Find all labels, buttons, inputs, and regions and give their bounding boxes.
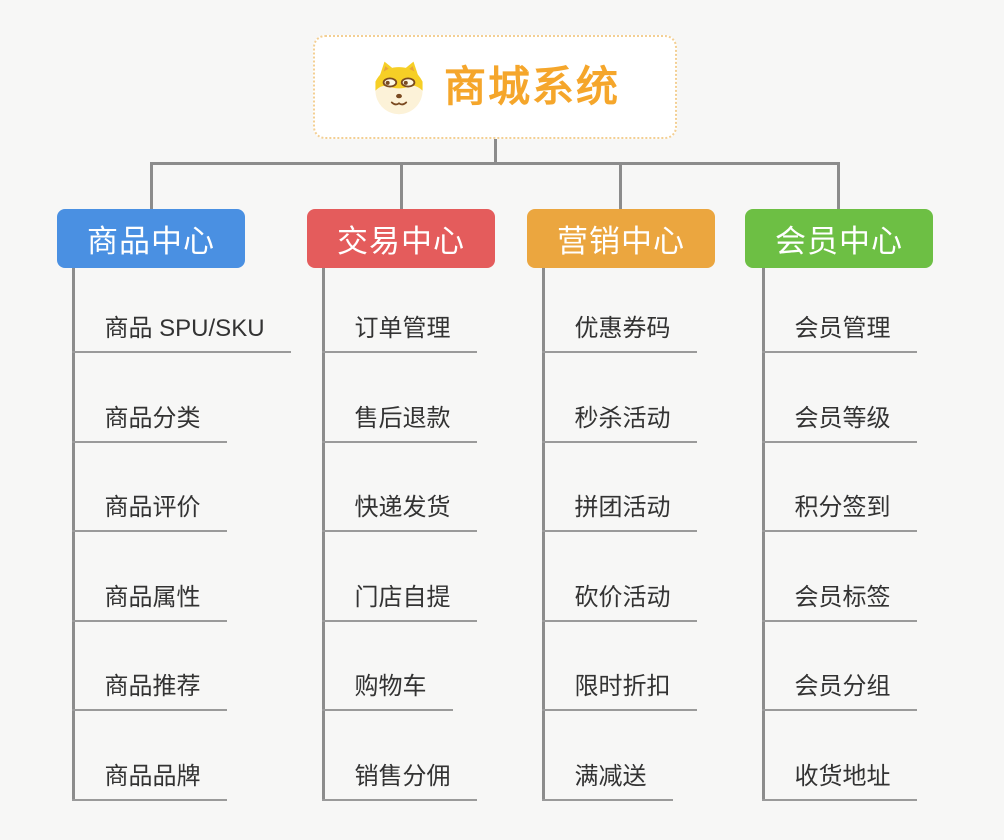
leaf-row: 优惠券码 [541,268,780,353]
root-title: 商城系统 [443,63,620,110]
node-label: 营销中心 [557,224,685,259]
leaf-row: 门店自提 [321,532,560,622]
leaf-item: 商品品牌 [71,763,227,801]
leaf-item: 售后退款 [321,405,477,443]
leaf-row: 销售分佣 [321,711,560,801]
leaf-item: 购物车 [321,673,453,711]
leaf-row: 订单管理 [321,268,560,353]
connector-bus [149,161,840,165]
leaf-row: 商品属性 [71,532,310,622]
leaf-row: 商品品牌 [71,711,310,801]
leaf-row: 快递发货 [321,443,560,532]
leaf-item: 拼团活动 [541,494,697,532]
branch-marketing-items: 优惠券码 秒杀活动 拼团活动 砍价活动 限时折扣 满减送 [541,268,780,801]
leaf-row: 秒杀活动 [541,353,780,443]
leaf-row: 售后退款 [321,353,560,443]
connector-drop-1 [149,161,153,210]
leaf-row: 商品评价 [71,443,310,532]
branch-product-items: 商品 SPU/SKU 商品分类 商品评价 商品属性 商品推荐 商品品牌 [71,268,310,801]
node-label: 商品中心 [87,224,215,259]
leaf-row: 会员分组 [761,622,1000,711]
leaf-item: 会员等级 [761,405,917,443]
leaf-item: 门店自提 [321,584,477,622]
leaf-row: 商品推荐 [71,622,310,711]
leaf-item: 商品推荐 [71,673,227,711]
node-label: 交易中心 [337,224,465,259]
doge-face-icon [375,61,423,115]
leaf-item: 积分签到 [761,494,917,532]
leaf-row: 会员管理 [761,268,1000,353]
branch-trade-items: 订单管理 售后退款 快递发货 门店自提 购物车 销售分佣 [321,268,560,801]
leaf-row: 砍价活动 [541,532,780,622]
branch-member-items: 会员管理 会员等级 积分签到 会员标签 会员分组 收货地址 [761,268,1000,801]
connector-drop-3 [618,161,622,210]
leaf-row: 商品分类 [71,353,310,443]
node-label: 会员中心 [775,224,903,259]
leaf-item: 商品 SPU/SKU [71,315,291,353]
leaf-item: 满减送 [541,763,673,801]
leaf-item: 商品评价 [71,494,227,532]
leaf-row: 商品 SPU/SKU [71,268,310,353]
leaf-item: 销售分佣 [321,763,477,801]
leaf-item: 限时折扣 [541,673,697,711]
leaf-row: 满减送 [541,711,780,801]
leaf-row: 限时折扣 [541,622,780,711]
leaf-item: 优惠券码 [541,315,697,353]
leaf-item: 快递发货 [321,494,477,532]
leaf-item: 收货地址 [761,763,917,801]
node-member-center: 会员中心 [745,209,933,268]
node-product-center: 商品中心 [57,209,245,268]
leaf-item: 订单管理 [321,315,477,353]
leaf-row: 会员标签 [761,532,1000,622]
node-trade-center: 交易中心 [307,209,495,268]
leaf-row: 积分签到 [761,443,1000,532]
leaf-item: 商品属性 [71,584,227,622]
leaf-row: 会员等级 [761,353,1000,443]
leaf-item: 会员管理 [761,315,917,353]
connector-root-stem [493,139,497,164]
leaf-item: 会员分组 [761,673,917,711]
root-node: 商城系统 [313,35,677,139]
leaf-item: 会员标签 [761,584,917,622]
leaf-row: 购物车 [321,622,560,711]
connector-drop-4 [837,161,840,210]
leaf-row: 拼团活动 [541,443,780,532]
node-marketing-center: 营销中心 [527,209,715,268]
leaf-row: 收货地址 [761,711,1000,801]
connector-drop-2 [399,161,403,210]
leaf-item: 商品分类 [71,405,227,443]
leaf-item: 砍价活动 [541,584,697,622]
leaf-item: 秒杀活动 [541,405,697,443]
